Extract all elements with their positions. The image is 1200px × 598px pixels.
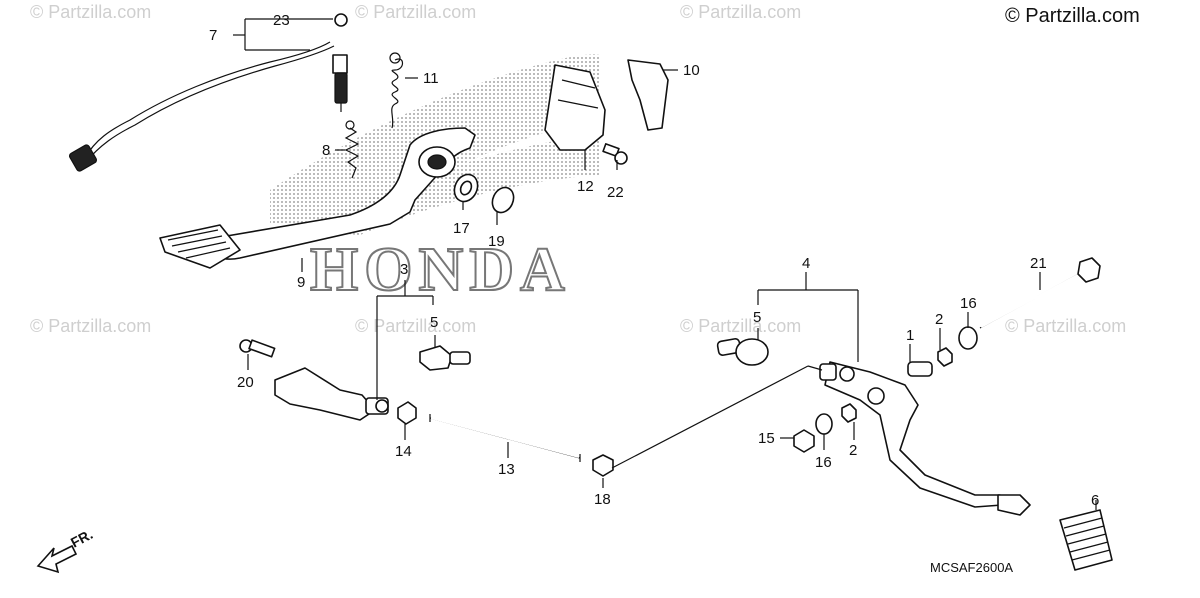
callout-10: 10 xyxy=(683,62,700,79)
cylinder-guard xyxy=(544,64,606,151)
callout-3: 3 xyxy=(400,261,408,278)
callout-20: 20 xyxy=(237,374,254,391)
callout-7: 7 xyxy=(209,27,217,44)
watermark-text: © Partzilla.com xyxy=(30,2,151,22)
callout-9: 9 xyxy=(297,274,305,291)
watermark-group: © Partzilla.com © Partzilla.com © Partzi… xyxy=(30,2,1126,336)
callout-16-upper: 16 xyxy=(960,295,977,312)
arrow-icon xyxy=(36,544,78,574)
washer-part-16 xyxy=(958,326,978,350)
watermark-text: © Partzilla.com xyxy=(680,316,801,336)
diagram-code: MCSAF2600A xyxy=(930,560,1013,575)
callout-2-upper: 2 xyxy=(935,311,943,328)
callout-5-right: 5 xyxy=(753,309,761,326)
callout-11: 11 xyxy=(423,70,439,87)
leader-lines xyxy=(233,19,1097,510)
rod-part-13 xyxy=(429,414,581,462)
callout-1: 1 xyxy=(906,327,914,344)
pivot-bolt-part-21 xyxy=(979,257,1101,329)
callout-16-lower: 16 xyxy=(815,454,832,471)
callout-12: 12 xyxy=(577,178,594,195)
callout-15: 15 xyxy=(758,430,775,447)
nut-part-2-lower xyxy=(841,403,857,423)
watermark-text: © Partzilla.com xyxy=(355,2,476,22)
washer-hole xyxy=(459,180,473,196)
washer-part-16-lower xyxy=(815,413,833,435)
cover-part-10 xyxy=(627,59,669,131)
watermark-text: © Partzilla.com xyxy=(355,316,476,336)
front-direction-indicator: FR. xyxy=(36,526,95,574)
callout-22: 22 xyxy=(607,184,624,201)
shift-lever xyxy=(819,361,1031,516)
callout-4: 4 xyxy=(802,255,810,272)
watermark-text: © Partzilla.com xyxy=(30,316,151,336)
callout-23: 23 xyxy=(273,12,290,29)
nut-part-2 xyxy=(937,347,953,367)
callout-18: 18 xyxy=(594,491,611,508)
rod-joint-left xyxy=(419,345,471,371)
flange-nut-part-15 xyxy=(793,429,815,453)
watermark-text: © Partzilla.com xyxy=(680,2,801,22)
bolt-part-20 xyxy=(239,339,276,358)
pivot-collar-part-1 xyxy=(907,361,933,377)
copyright-label: © Partzilla.com xyxy=(1005,5,1140,27)
brake-pedal xyxy=(159,127,476,269)
pedal-spring xyxy=(344,120,360,179)
callout-14: 14 xyxy=(395,443,412,460)
return-spring xyxy=(389,52,404,129)
callout-13: 13 xyxy=(498,461,515,478)
callout-5-left: 5 xyxy=(430,314,438,331)
callout-labels: 7 23 11 8 9 10 12 22 17 19 3 5 20 14 13 … xyxy=(209,12,1099,509)
callout-8: 8 xyxy=(322,142,330,159)
callout-2-lower: 2 xyxy=(849,442,857,459)
callout-6: 6 xyxy=(1091,492,1099,509)
callout-19: 19 xyxy=(488,233,505,250)
nut-part-14 xyxy=(397,401,417,425)
watermark-text: © Partzilla.com xyxy=(1005,316,1126,336)
bolt-part-22 xyxy=(602,143,628,165)
nut-part-18 xyxy=(592,454,614,477)
callout-17: 17 xyxy=(453,220,470,237)
left-bracket xyxy=(274,367,389,421)
callout-21: 21 xyxy=(1030,255,1047,272)
honda-wordmark: HONDA xyxy=(310,236,571,304)
brake-light-switch xyxy=(68,13,348,172)
footpeg-rubber xyxy=(1059,509,1113,571)
circlip-part-19 xyxy=(491,186,515,214)
rod-joint-right xyxy=(716,338,769,366)
